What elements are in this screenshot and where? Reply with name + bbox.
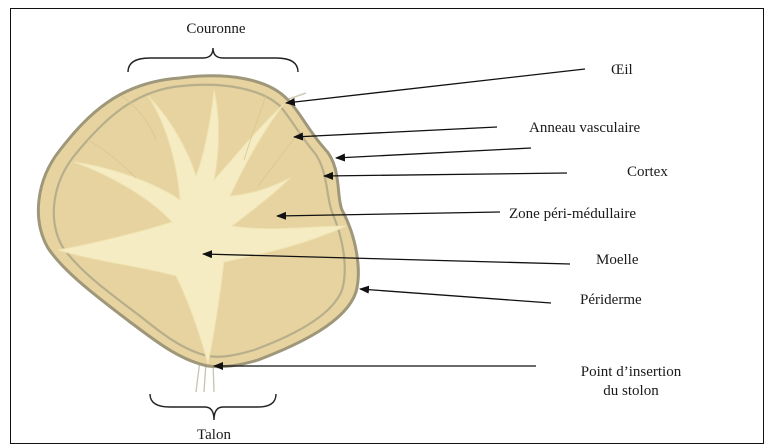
label-oeil: Œil [611, 62, 633, 78]
label-zone-peri-medullaire: Zone péri-médullaire [509, 206, 636, 222]
label-periderme: Périderme [580, 292, 642, 308]
label-talon: Talon [197, 427, 231, 443]
label-anneau-vasculaire: Anneau vasculaire [529, 120, 641, 136]
couronne-brace [128, 48, 298, 72]
arrow-oeil [286, 69, 585, 103]
label-point-insertion-1: Point d’insertion [581, 364, 682, 380]
label-cortex: Cortex [627, 164, 668, 180]
label-moelle: Moelle [596, 252, 639, 268]
arrow-anneau-vasculaire [294, 127, 497, 137]
arrow-periderme [360, 289, 551, 303]
label-point-insertion-2: du stolon [603, 383, 659, 399]
label-couronne: Couronne [186, 21, 246, 37]
arrow-cortex-2 [324, 173, 567, 176]
arrow-cortex-1 [336, 148, 531, 158]
talon-brace [150, 394, 276, 420]
